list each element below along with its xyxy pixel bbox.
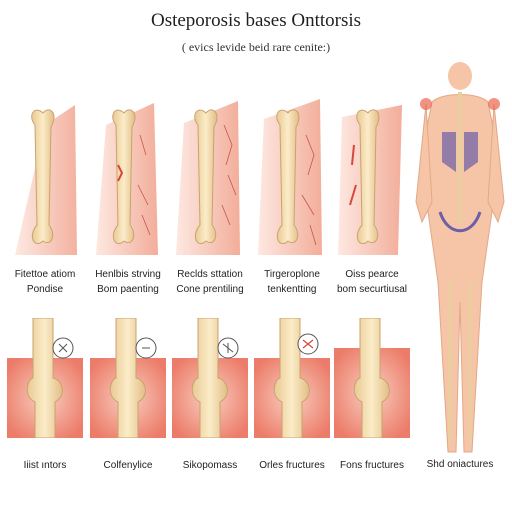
caption-1-line2: Pondise — [26, 284, 64, 295]
diagram-subtitle: ( evics levide beid rare cenite:) — [181, 40, 331, 54]
diagram-title: Osteporosis bases Onttorsis — [150, 10, 362, 31]
caption-1: Fitettoe atiom Pondise — [0, 267, 90, 297]
caption-body: Shd oniactures — [426, 459, 494, 470]
caption-2-line1: Henlbis strving — [95, 269, 161, 280]
caption-1-line1: Fitettoe atiom — [14, 269, 76, 280]
femur-illustration — [15, 105, 77, 255]
caption-4: Tirgeroplone tenkentting — [247, 267, 337, 297]
caption-2: Henlbis strving Bom paenting — [83, 267, 173, 297]
femur-illustration — [176, 101, 240, 255]
femur-illustration — [338, 105, 402, 255]
caption-5-line2: bom securtiusal — [336, 284, 408, 295]
knee-joint-illustration — [254, 318, 330, 438]
caption-5: Oiss pearce bom securtiusal — [327, 267, 417, 297]
caption-2-line2: Bom paenting — [97, 284, 159, 295]
caption-3-line1: Reclds sttation — [177, 269, 243, 280]
caption-4-line2: tenkentting — [267, 284, 317, 295]
skeleton-body-illustration — [415, 62, 505, 453]
caption-4-line1: Tirgeroplone — [264, 269, 320, 280]
caption-3-line2: Cone prentiling — [176, 284, 244, 295]
knee-joint-illustration — [7, 318, 83, 438]
knee-joint-illustration — [172, 318, 248, 438]
knee-joint-illustration — [90, 318, 166, 438]
caption-7: Colfenylice — [103, 460, 153, 471]
caption-5-line1: Oiss pearce — [345, 269, 399, 280]
caption-9: Orles fructures — [259, 460, 325, 471]
femur-illustration — [258, 99, 322, 255]
caption-10: Fons fructures — [340, 460, 404, 471]
caption-8: Sikopomass — [182, 460, 238, 471]
caption-6: Iiist ıntors — [23, 460, 67, 471]
caption-3: Reclds sttation Cone prentiling — [165, 267, 255, 297]
femur-illustration — [96, 103, 158, 255]
knee-joint-illustration — [334, 318, 410, 438]
